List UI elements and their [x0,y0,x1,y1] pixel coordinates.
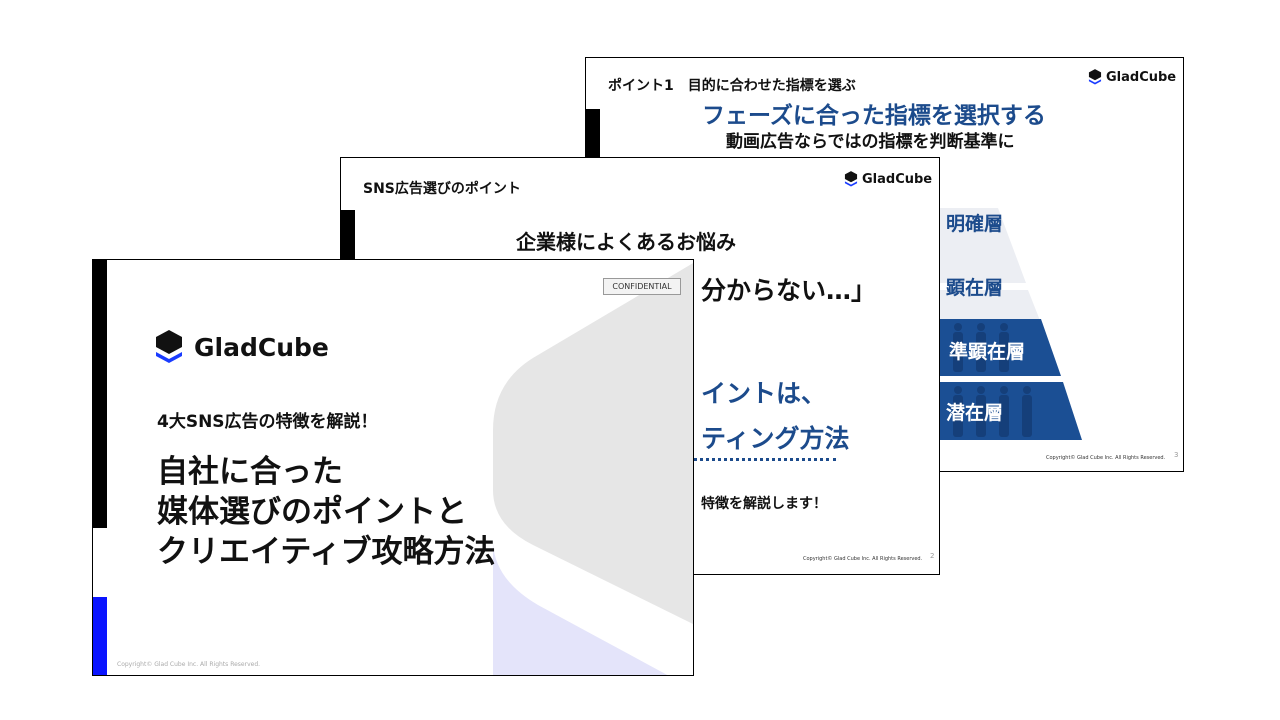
page-number: 3 [1174,451,1179,459]
slide-subheading: 動画広告ならではの指標を判断基準に [726,132,1015,152]
slide-heading: フェーズに合った指標を選択する [702,103,1046,129]
lavender-hexagon-shape [493,543,668,675]
dotted-underline [681,458,836,461]
slide-subtitle: 4大SNS広告の特徴を解説！ [157,412,378,432]
logo-text: GladCube [1106,69,1177,85]
tier-label-explicit: 明確層 [945,213,1003,235]
point-line-2: ティング方法 [701,424,850,453]
copyright: Copyright© Glad Cube Inc. All Rights Res… [117,661,261,668]
gladcube-logo: GladCube [1088,69,1176,85]
page-number: 2 [930,552,935,560]
gladcube-logo: GladCube [154,330,329,364]
accent-bar-black [341,210,355,270]
body-text: 特徴を解説します！ [701,496,827,512]
gladcube-cube-icon [1088,69,1102,85]
copyright: Copyright© Glad Cube Inc. All Rights Res… [803,556,923,562]
copyright: Copyright© Glad Cube Inc. All Rights Res… [1046,455,1166,461]
slide-main-title: 自社に合った 媒体選びのポイントと クリエイティブ攻略方法 [157,452,496,572]
gray-hexagon-shape [493,263,693,625]
accent-bar-blue [93,597,107,675]
lead-text: 企業様によくあるお悩み [516,230,736,254]
quote-text: 分からない…」 [701,276,877,305]
point-line-1: イントは、 [701,379,827,408]
people-figures [953,323,1032,437]
gladcube-cube-icon [844,171,858,187]
gladcube-logo: GladCube [844,171,932,187]
title-line-2: 媒体選びのポイントと [157,494,467,530]
tier-label-manifest: 顕在層 [945,277,1003,299]
slide-title: ポイント1 目的に合わせた指標を選ぶ [608,78,856,94]
slide-1-thumbnail[interactable]: CONFIDENTIAL GladCube 4大SNS広告の特徴を解説！ 自社に… [92,259,694,676]
tier-label-semi-manifest: 準顕在層 [948,341,1025,363]
slide-title: SNS広告選びのポイント [363,181,521,197]
logo-text: GladCube [194,332,329,362]
background-shapes [493,263,693,675]
gladcube-cube-icon [156,330,182,363]
title-line-3: クリエイティブ攻略方法 [157,534,496,570]
confidential-badge: CONFIDENTIAL [603,278,681,295]
title-line-1: 自社に合った [157,454,343,490]
logo-text: GladCube [862,171,933,187]
tier-label-latent: 潜在層 [945,402,1003,424]
accent-bar-black [586,109,600,169]
accent-bar-black [93,260,107,528]
